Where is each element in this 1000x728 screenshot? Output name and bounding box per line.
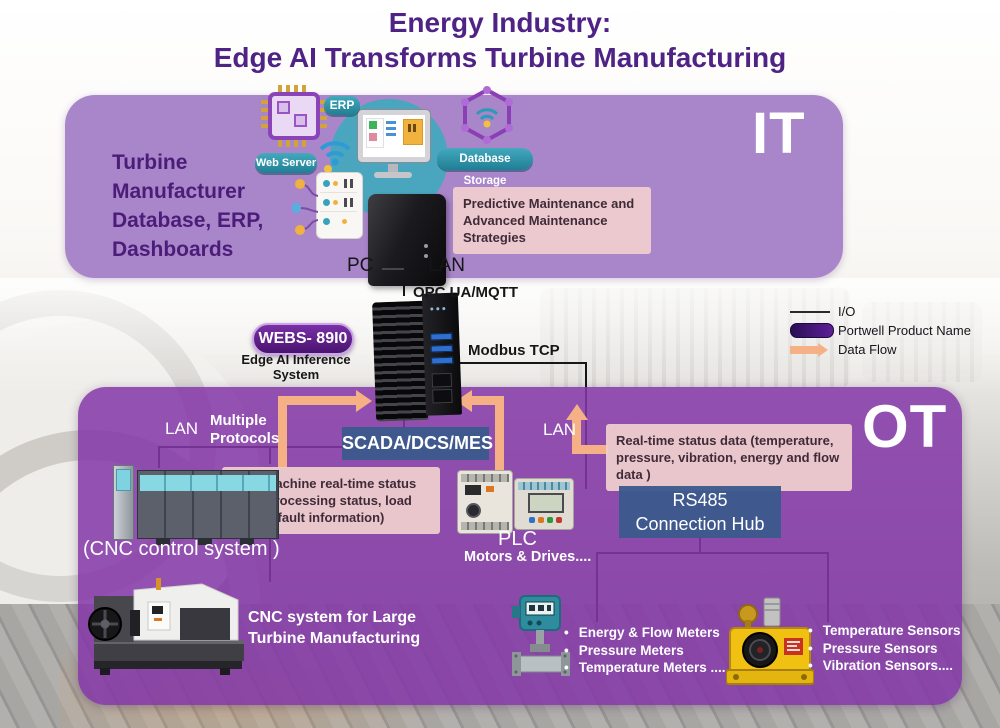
scada-dcs-mes-box: SCADA/DCS/MES (342, 427, 493, 460)
server-bay (320, 194, 357, 212)
legend: I/O Portwell Product Name Data Flow (790, 303, 1000, 360)
device-io-panel (421, 292, 463, 416)
plc-terminals (518, 482, 570, 490)
plc-device-image (457, 470, 513, 534)
list-item: Pressure Meters (564, 642, 726, 660)
chip-pins (278, 85, 310, 92)
web-server-badge: Web Server (255, 153, 317, 173)
rs485-line2: Connection Hub (635, 514, 765, 534)
title-line-2: Edge AI Transforms Turbine Manufacturing (213, 42, 787, 73)
io-line-swatch (790, 310, 830, 313)
device-heatsink (372, 300, 429, 422)
chart-bar (386, 133, 396, 136)
list-item: Temperature Meters .... (564, 659, 726, 677)
edge-ai-system-label: Edge AI Inference System (241, 352, 351, 382)
chip-icon (261, 85, 327, 147)
vibration-sensor-image (726, 597, 814, 685)
server-bay (320, 175, 357, 193)
dataflow-arrow-rs485 (572, 445, 608, 454)
legend-product-label: Portwell Product Name (838, 323, 971, 338)
lan-label-it: LAN (428, 255, 465, 276)
ot-zone-label: OT (862, 393, 948, 460)
it-zone-label: IT (752, 101, 806, 166)
dataflow-arrow-rs485 (572, 418, 581, 454)
legend-dataflow-row: Data Flow (790, 341, 1000, 358)
predictive-maintenance-note: Predictive Maintenance and Advanced Main… (453, 187, 651, 254)
flow-meter-image (512, 595, 570, 676)
pc-tower-image (368, 194, 446, 286)
page-title: Energy Industry: Edge AI Transforms Turb… (0, 6, 1000, 76)
it-heading: Turbine Manufacturer Database, ERP, Dash… (112, 151, 264, 261)
wifi-icon (319, 141, 351, 173)
lan-label-ot-right: LAN (543, 420, 577, 439)
rs485-connection-hub-box: RS485 Connection Hub (619, 486, 781, 538)
dataflow-arrow-scada (278, 396, 358, 405)
multiple-protocols-label: Multiple Protocols (210, 412, 280, 447)
lan-label-ot-left: LAN (165, 419, 199, 438)
dataflow-arrow-plc (495, 396, 504, 476)
legend-io-row: I/O (790, 303, 1000, 320)
meters-list: Energy & Flow Meters Pressure Meters Tem… (564, 624, 726, 677)
title-line-1: Energy Industry: (388, 7, 612, 38)
chip-pins (261, 100, 268, 132)
modbus-tcp-label: Modbus TCP (468, 342, 560, 359)
alert-mark (408, 124, 411, 132)
dataflow-arrow-plc (470, 396, 504, 405)
server-bay (320, 213, 357, 230)
chart-bar (386, 127, 396, 130)
edge-ai-device-image (372, 292, 464, 422)
list-item: Vibration Sensors.... (808, 657, 961, 675)
realtime-status-note: Real-time status data (temperature, pres… (606, 424, 852, 491)
plc-terminals (461, 474, 509, 482)
list-item: Temperature Sensors (808, 622, 961, 640)
legend-io-label: I/O (838, 304, 856, 319)
monitor-stand (388, 164, 398, 172)
sensors-list: Temperature Sensors Pressure Sensors Vib… (808, 622, 961, 675)
list-item: Energy & Flow Meters (564, 624, 726, 642)
portwell-product-badge: WEBS- 89I0 (252, 323, 354, 355)
server-icon (316, 172, 363, 239)
dataflow-arrowhead (356, 390, 372, 412)
chip-core (294, 114, 307, 127)
check-tile (369, 121, 377, 129)
erp-badge: ERP (324, 96, 360, 115)
chip-pins (320, 100, 327, 132)
plc-terminals (461, 522, 509, 530)
dashboard-card (366, 118, 384, 148)
grid-tile (369, 133, 377, 141)
cnc-system-label: CNC system for Large Turbine Manufacturi… (248, 609, 421, 647)
rs485-line1: RS485 (672, 490, 728, 510)
dataflow-arrow-scada (278, 400, 287, 468)
alert-mark (413, 124, 416, 132)
chip-pins (278, 140, 310, 147)
motors-drives-label: Motors & Drives.... (464, 549, 592, 565)
cnc-module (113, 465, 134, 540)
opc-ua-mqtt-label: OPC UA/MQTT (413, 284, 518, 301)
list-item: Pressure Sensors (808, 640, 961, 658)
dataflow-arrowhead (566, 404, 588, 420)
chip-core (277, 101, 290, 114)
network-hexagon-icon (461, 86, 513, 144)
background-haze (0, 278, 1000, 394)
dashboard-monitor-icon (357, 109, 431, 163)
plc-label: PLC (498, 528, 537, 550)
alert-tile (403, 119, 423, 145)
server-connector-dots (292, 179, 318, 235)
legend-product-row: Portwell Product Name (790, 322, 1000, 339)
pc-label: PC (347, 255, 374, 276)
plc-device-image (514, 478, 574, 530)
product-pill-swatch (790, 323, 834, 338)
database-storage-badge: Database Storage (437, 148, 533, 187)
legend-dataflow-label: Data Flow (838, 342, 897, 357)
cnc-lathe-image (88, 578, 244, 675)
dataflow-swatch (790, 345, 818, 354)
chart-bar (386, 121, 396, 124)
dataflow-swatch-head (818, 342, 828, 357)
cnc-control-modules-image (110, 460, 280, 550)
cnc-control-system-label: (CNC control system ) (83, 538, 280, 560)
modbus-line (452, 362, 587, 364)
cnc-module-rack (137, 470, 279, 545)
monitor-base (374, 172, 412, 178)
